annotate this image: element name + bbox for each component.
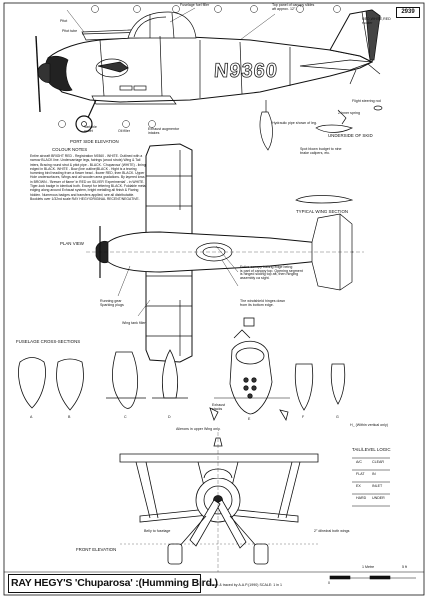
section-letter-f: F: [302, 415, 305, 419]
sheet-border: [3, 2, 425, 596]
tail-letter-5: EX: [356, 484, 361, 488]
tail-letter-8: UNDER: [372, 496, 385, 500]
skid-note: Spot blown budget to nine brake calipers…: [300, 147, 342, 155]
tail-letter-1: A/C: [356, 460, 362, 464]
title-box: [8, 574, 201, 593]
running-gear-note: Running gear Sparking plugs: [100, 299, 124, 307]
wing-filler-note: Wing tank filler: [122, 321, 146, 325]
label-pitot-tube: Pitot tube: [62, 29, 78, 33]
tail-letter-2: CLEAR: [372, 460, 384, 464]
title-fuselage-cross-sections: FUSELAGE CROSS-SECTIONS: [16, 339, 81, 344]
tail-letter-4: IN: [372, 472, 376, 476]
side-elevation: [35, 7, 381, 133]
cross-sections: [18, 317, 346, 422]
section-letter-b: B: [68, 415, 71, 419]
title-plan-view: PLAN VIEW: [60, 241, 84, 246]
drawn-by-note: Drawn & traced by A.A.P.(1990) SCALE: 1 …: [208, 583, 283, 587]
title-colour-notes: COLOUR NOTES: [52, 147, 88, 152]
section-letter-c: C: [124, 415, 127, 419]
label-variable-outlet: Variable outlet: [84, 125, 97, 133]
title-underside-skid: UNDERSIDE OF SKID: [328, 133, 373, 138]
section-letter-a: A: [30, 415, 33, 419]
belly-note: Belly to fuselage: [144, 529, 171, 533]
tail-letter-7: HARD: [356, 496, 367, 500]
title-front-elevation: FRONT ELEVATION: [76, 547, 117, 552]
sheet-number: 2939: [396, 7, 420, 18]
dihedral-note: 2° dihedral both wings: [314, 529, 350, 533]
windshield-note: The windshield hinges down from its bott…: [240, 299, 286, 307]
label-exhaust: Exhaust augmentor intakes: [148, 127, 180, 135]
plan-view: [86, 143, 364, 363]
label-oil-filler: Oil filler: [118, 129, 130, 133]
tail-letter-3: FLAT: [356, 472, 365, 476]
tail-letter-6: INLET: [372, 484, 383, 488]
label-cruise-spring: 2-inner spring: [338, 111, 360, 115]
colour-notes-text: Entire aircraft BRIGHT RED - Registratio…: [30, 154, 147, 201]
label-hydraulic-note: Hydraulic pipe shown of leg.: [272, 121, 317, 125]
section-letter-g: G: [336, 415, 339, 419]
label-fuel-filler: Fuselage fuel filler: [180, 3, 210, 7]
title-tail-logic: TAIL/LEVEL LOGIC: [352, 447, 391, 452]
section-letter-d: D: [168, 415, 171, 419]
scale-label-5ft: 5 ft: [402, 565, 407, 569]
drawing-title: RAY HEGY'S 'Chuparosa' :(Humming Bird.): [11, 577, 218, 589]
scale-label-1m: 1 Metre: [362, 565, 375, 569]
canopy-note: Entire canopy trailing edge being is par…: [240, 265, 303, 280]
front-elevation: [119, 432, 319, 572]
label-rudder-colours: RED,WHITE,RED rudder: [362, 17, 391, 25]
title-typical-wing-section: TYPICAL WING SECTION: [296, 209, 349, 214]
section-h-label: H_ (Within vertical only): [350, 423, 388, 427]
scale-bar: [329, 575, 416, 580]
scale-label-0: 0: [328, 581, 330, 585]
label-top-panel: Top panel of canopy slides aft approx. 1…: [272, 3, 315, 11]
skid-details: [259, 100, 383, 204]
top-callouts: [58, 5, 341, 128]
title-port-side-elevation: PORT SIDE ELEVATION: [70, 139, 119, 144]
label-pitot: Pitot: [60, 19, 68, 23]
tail-logic-diagram: [352, 457, 390, 507]
registration-lettering: N9360: [213, 60, 279, 83]
section-letter-e: E: [248, 417, 251, 421]
exhaust-stacks-note: Exhaust stacks: [212, 403, 225, 411]
aileron-note: Ailerons in upper Wing only.: [176, 427, 221, 431]
label-flight-steering: Flight steering rod: [352, 99, 381, 103]
